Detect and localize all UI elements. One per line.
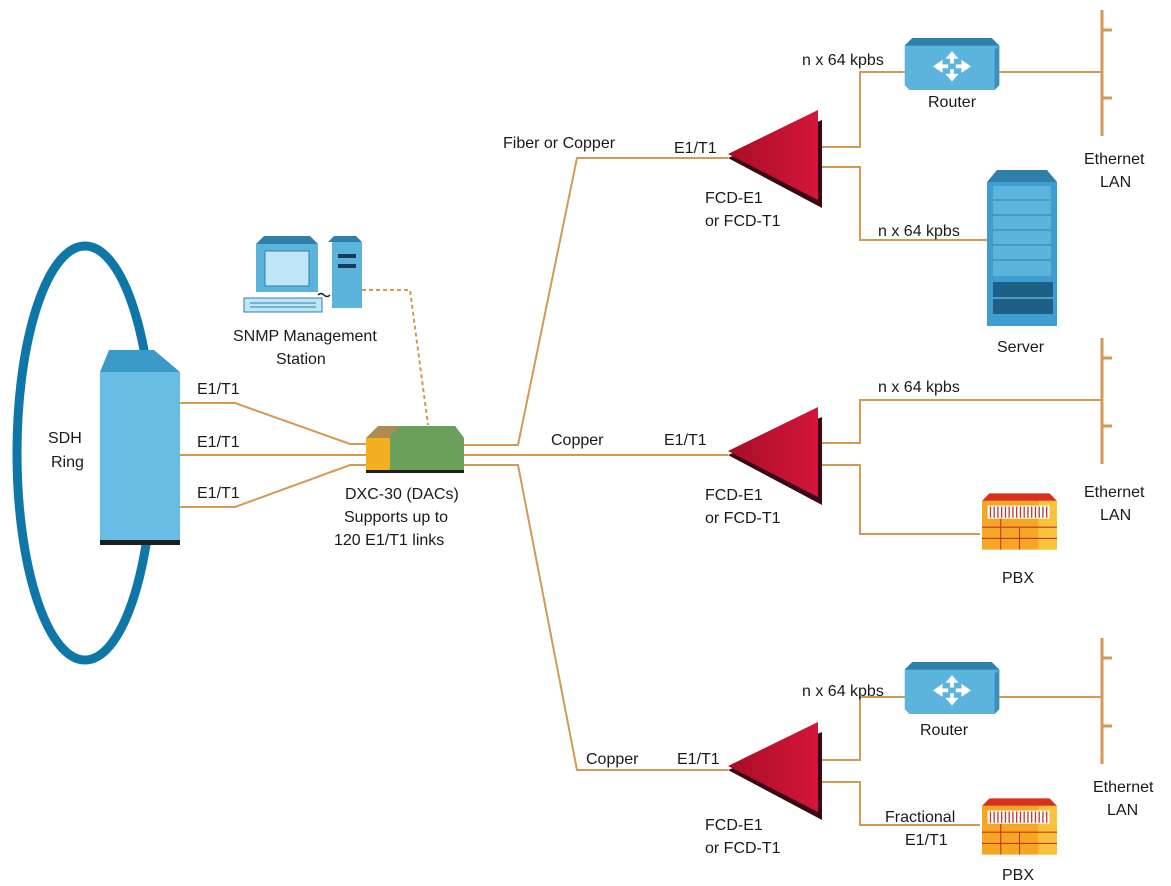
branch-3-lan-line2: LAN	[1107, 802, 1138, 819]
branch-1-medium: Fiber or Copper	[503, 135, 616, 152]
management-label-line1: SNMP Management	[233, 328, 377, 345]
branch-1-server-label: Server	[997, 339, 1045, 356]
branch-2-fcd-line2: or FCD-T1	[705, 510, 781, 527]
pbx-icon	[982, 493, 1057, 550]
branch-3-out-1	[822, 696, 906, 761]
dxc-30-icon	[366, 426, 464, 473]
sdh-link-label-3: E1/T1	[197, 485, 240, 502]
sdh-ring-group: SDH Ring	[12, 241, 180, 665]
branch-1: Fiber or Copper E1/T1 FCD-E1 or FCD-T1 n…	[503, 10, 1145, 356]
ethernet-lan-bus	[1100, 10, 1112, 136]
branch-3-link: E1/T1	[677, 751, 720, 768]
branch-3: Copper E1/T1 FCD-E1 or FCD-T1 n x 64 kpb…	[586, 638, 1154, 884]
branch-2-fcd-line1: FCD-E1	[705, 487, 763, 504]
dxc-link-bottom	[464, 464, 728, 771]
server-icon	[987, 170, 1057, 326]
branch-3-lan-line1: Ethernet	[1093, 779, 1154, 796]
fcd-icon	[728, 407, 822, 505]
branch-2-out-2	[822, 464, 980, 535]
fcd-icon	[728, 110, 822, 208]
branch-1-router-label: Router	[928, 94, 977, 111]
branch-1-lan-line1: Ethernet	[1084, 151, 1145, 168]
branch-1-lan-line2: LAN	[1100, 174, 1131, 191]
branch-2: Copper E1/T1 FCD-E1 or FCD-T1 n x 64 kpb…	[551, 338, 1145, 587]
branch-3-fcd-line1: FCD-E1	[705, 817, 763, 834]
sdh-links	[180, 402, 368, 508]
branch-3-rate-line2: E1/T1	[905, 832, 948, 849]
branch-1-rate-2: n x 64 kpbs	[878, 223, 960, 240]
dxc-label-line3: 120 E1/T1 links	[334, 532, 444, 549]
branch-1-fcd-line1: FCD-E1	[705, 190, 763, 207]
router-icon	[904, 38, 1000, 90]
management-label-line2: Station	[276, 351, 326, 368]
dxc-link-top	[464, 157, 728, 446]
branch-2-out-1	[822, 399, 1102, 444]
sdh-label-line1: SDH	[48, 430, 82, 447]
dxc-30-group: DXC-30 (DACs) Supports up to 120 E1/T1 l…	[334, 426, 464, 549]
dxc-label-line1: DXC-30 (DACs)	[345, 486, 459, 503]
branch-2-lan-line1: Ethernet	[1084, 484, 1145, 501]
dxc-label-line2: Supports up to	[344, 509, 448, 526]
branch-2-rate-1: n x 64 kpbs	[878, 379, 960, 396]
sdh-label-line2: Ring	[51, 454, 84, 471]
ethernet-lan-bus	[1100, 638, 1112, 764]
branch-3-out-2	[822, 781, 980, 826]
branch-2-medium: Copper	[551, 432, 604, 449]
sdh-link-label-1: E1/T1	[197, 381, 240, 398]
sdh-link-label-2: E1/T1	[197, 434, 240, 451]
branch-3-rate-line1: Fractional	[885, 809, 955, 826]
branch-3-medium: Copper	[586, 751, 639, 768]
branch-1-fcd-line2: or FCD-T1	[705, 213, 781, 230]
ethernet-lan-bus	[1100, 338, 1112, 464]
branch-2-lan-line2: LAN	[1100, 507, 1131, 524]
sdh-link-1	[180, 402, 368, 445]
pbx-icon	[982, 798, 1057, 855]
branch-3-fcd-line2: or FCD-T1	[705, 840, 781, 857]
router-icon	[904, 662, 1000, 714]
branch-3-rate-1: n x 64 kpbs	[802, 683, 884, 700]
branch-1-out-2	[822, 166, 988, 241]
branch-1-rate-1: n x 64 kpbs	[802, 52, 884, 69]
branch-1-out-1	[822, 71, 906, 148]
management-station-group: SNMP Management Station	[233, 236, 429, 426]
branch-2-pbx-label: PBX	[1002, 570, 1034, 587]
branch-2-link: E1/T1	[664, 432, 707, 449]
branch-3-pbx-label: PBX	[1002, 867, 1034, 884]
sdh-node-icon	[100, 350, 180, 545]
fcd-icon	[728, 722, 822, 820]
dxc-links	[464, 157, 728, 771]
branch-3-router-label: Router	[920, 722, 969, 739]
sdh-link-3	[180, 464, 368, 508]
branch-1-link: E1/T1	[674, 140, 717, 157]
computer-icon	[243, 236, 362, 313]
management-link	[362, 289, 429, 426]
